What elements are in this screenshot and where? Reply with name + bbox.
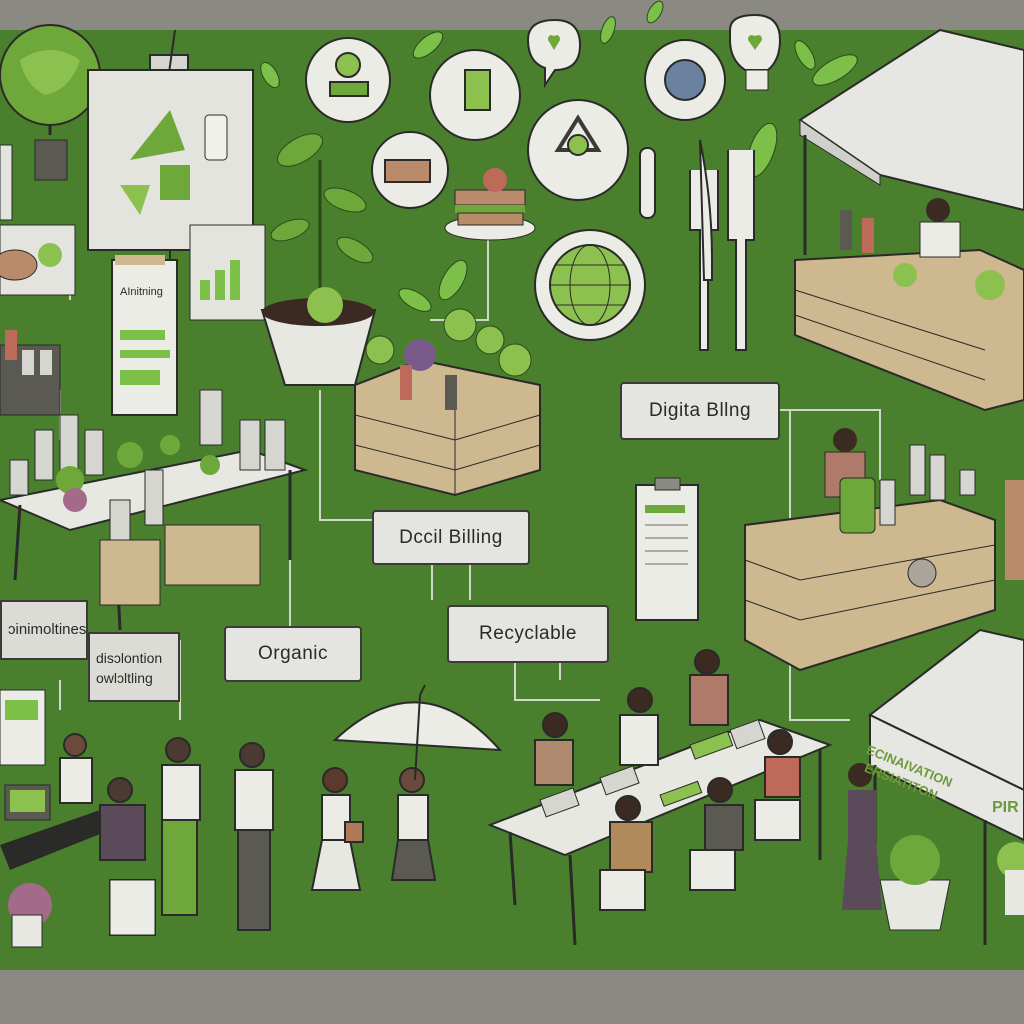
circle-icons-row: [305, 37, 726, 341]
left-sign-2-line2: owlɔltling: [96, 670, 153, 686]
recyclable-label: Recyclable: [447, 605, 609, 663]
clipboard-icon: [635, 477, 699, 621]
umbrella-icon: [332, 684, 503, 781]
tent-banner-side: PIR: [992, 799, 1019, 816]
presentation-board: [87, 69, 254, 270]
organic-label: Organic: [224, 626, 362, 682]
laptop-desk: [0, 689, 110, 948]
small-board: [0, 144, 13, 221]
people-group-left: [59, 733, 437, 936]
market-table-left: [0, 389, 309, 631]
heart-bubble-icon: [526, 18, 582, 89]
easel-sign: [111, 224, 266, 416]
left-sign-2-line1: disɔlontion: [96, 650, 163, 666]
digital-billing-label: Digita Bllng: [620, 382, 780, 440]
leaf-icons: [260, 0, 858, 312]
left-sign: ɔinimoltines: [0, 600, 88, 660]
left-sign-2: disɔlontion owlɔltling: [88, 632, 180, 702]
globe-icon: [0, 24, 101, 181]
people-group-workshop: [534, 649, 801, 911]
lightbulb-icon: [729, 13, 782, 91]
cutlery-icons: [639, 139, 755, 351]
food-circle-icon: [305, 37, 391, 123]
vendor-tent-right: [794, 28, 1024, 412]
dccil-billing-label: Dccil Billing: [372, 510, 530, 565]
produce-crate: [354, 308, 541, 497]
sandwich-icon: [444, 168, 536, 241]
jar-shelf: [0, 330, 61, 416]
workshop-table: [487, 718, 833, 946]
vendor-tent-bottom: [842, 628, 1024, 945]
easel-title: AInitning: [120, 286, 163, 298]
juice-stand: [744, 428, 1024, 672]
